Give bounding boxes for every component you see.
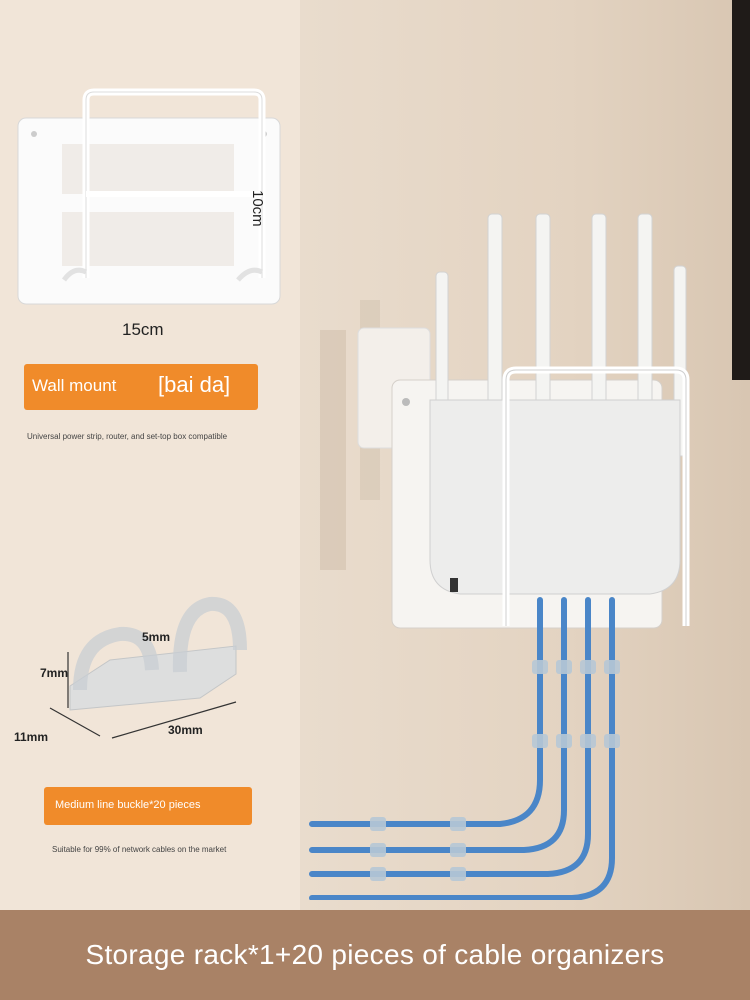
buckle-badge: Medium line buckle*20 pieces (44, 787, 252, 825)
cable-buckle-illustration (49, 596, 247, 739)
wall-mount-badge: Wall mount [bai da] (24, 364, 258, 410)
width-dimension: 15cm (122, 320, 164, 339)
buckle-dim-30mm: 30mm (168, 723, 203, 737)
buckle-dim-11mm: 11mm (14, 730, 49, 744)
wall-mount-note: Universal power strip, router, and set-t… (27, 432, 228, 441)
buckle-dim-7mm: 7mm (40, 666, 69, 680)
buckle-dim-5mm: 5mm (142, 630, 171, 644)
brand-label: [bai da] (158, 372, 231, 397)
rack-illustration (17, 88, 281, 305)
footer-title: Storage rack*1+20 pieces of cable organi… (85, 939, 665, 970)
buckle-note: Suitable for 99% of network cables on th… (52, 845, 227, 854)
height-dimension: 10cm (249, 190, 266, 227)
tv-edge (732, 0, 750, 380)
router-scene (309, 213, 690, 900)
wall-mount-label: Wall mount (32, 376, 117, 395)
buckle-label: Medium line buckle*20 pieces (55, 799, 201, 811)
footer-banner (0, 910, 750, 1000)
